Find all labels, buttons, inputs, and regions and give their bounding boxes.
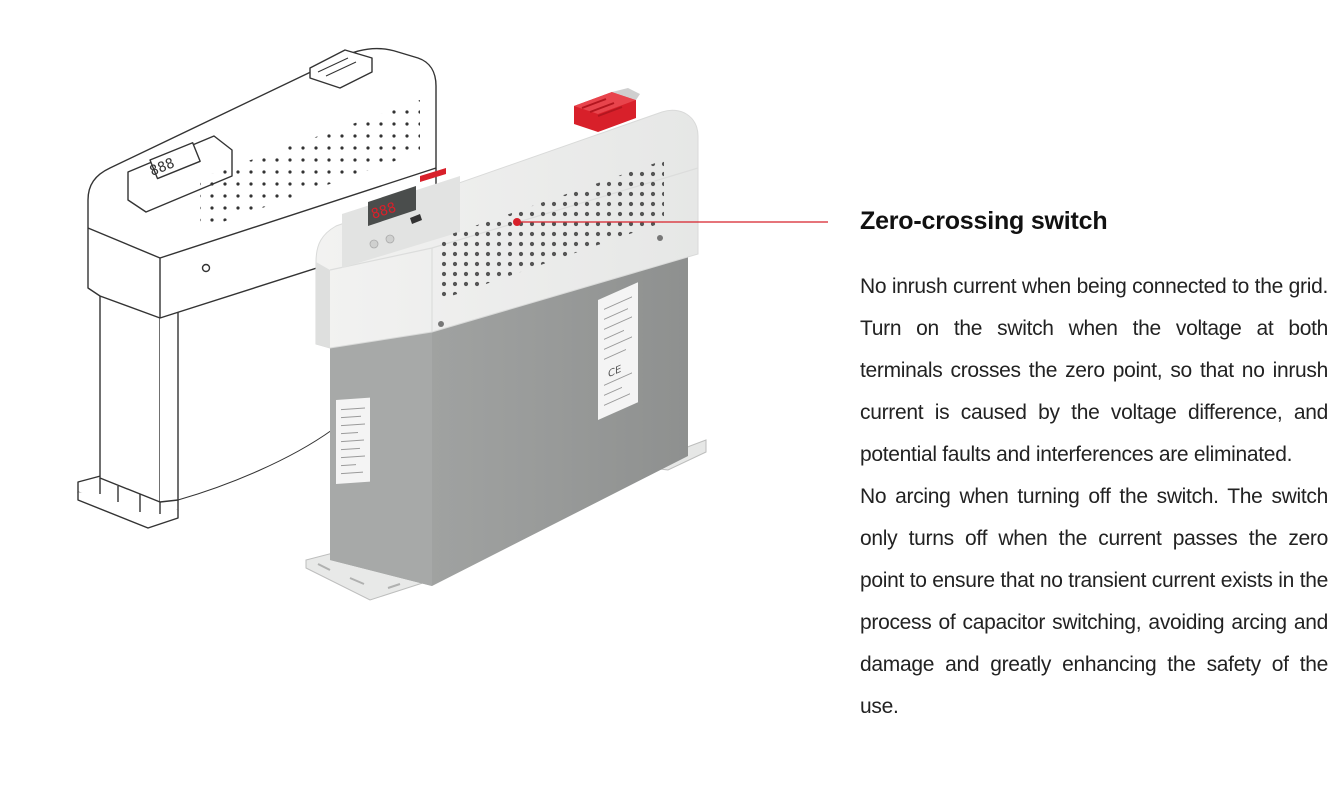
digital-display-readout: 888 (369, 200, 398, 223)
feature-title: Zero-crossing switch (860, 207, 1108, 235)
callout-pointer (513, 218, 828, 226)
feature-description: Zero-crossing switch No inrush current w… (860, 196, 1328, 728)
feature-paragraph-arcing: No arcing when turning off the switch. T… (860, 485, 1328, 718)
feature-paragraph-inrush: No inrush current when being connected t… (860, 275, 1328, 466)
product-illustration: 888 (77, 47, 828, 601)
capacitor-unit: CE 888 (305, 88, 707, 601)
